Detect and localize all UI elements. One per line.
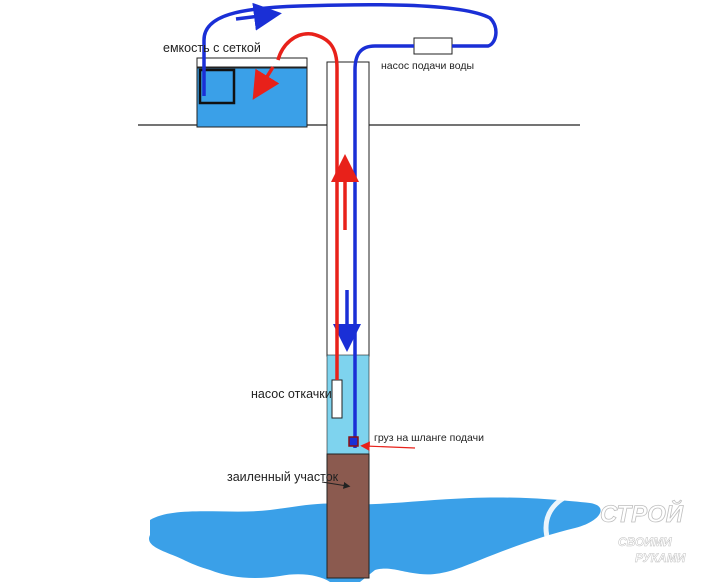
tank-top-outline bbox=[196, 57, 308, 69]
watermark-logo-ring bbox=[543, 491, 617, 565]
tank-mesh bbox=[198, 68, 236, 105]
weight-label: груз на шланге подачи bbox=[374, 432, 484, 444]
drain-flow-arrow-tank bbox=[252, 66, 280, 100]
groundwater-area bbox=[149, 497, 601, 582]
silt-section bbox=[326, 453, 370, 579]
drain-pump bbox=[331, 379, 343, 419]
hose-weight bbox=[348, 436, 359, 447]
supply-flow-arrow-top bbox=[235, 2, 282, 31]
watermark-line-1: СТРОЙ bbox=[600, 499, 684, 528]
silt-label: заиленный участок bbox=[227, 470, 339, 484]
watermark-line-3: РУКАМИ bbox=[635, 551, 686, 565]
supply-hose-to-well bbox=[353, 44, 414, 448]
silt-pointer-arrow bbox=[321, 481, 351, 489]
supply-pump-label: насос подачи воды bbox=[381, 60, 474, 72]
watermark: СТРОЙ СВОИМИ РУКАМИ bbox=[543, 491, 686, 565]
supply-pump bbox=[413, 37, 453, 55]
weight-pointer-arrow bbox=[360, 441, 416, 451]
supply-hose bbox=[202, 2, 498, 96]
drain-pump-label: насос откачки bbox=[251, 387, 332, 401]
tank-water bbox=[196, 66, 308, 128]
watermark-line-2: СВОИМИ bbox=[618, 535, 672, 549]
tank-label: емкость с сеткой bbox=[163, 41, 261, 55]
drain-hose bbox=[276, 32, 339, 380]
